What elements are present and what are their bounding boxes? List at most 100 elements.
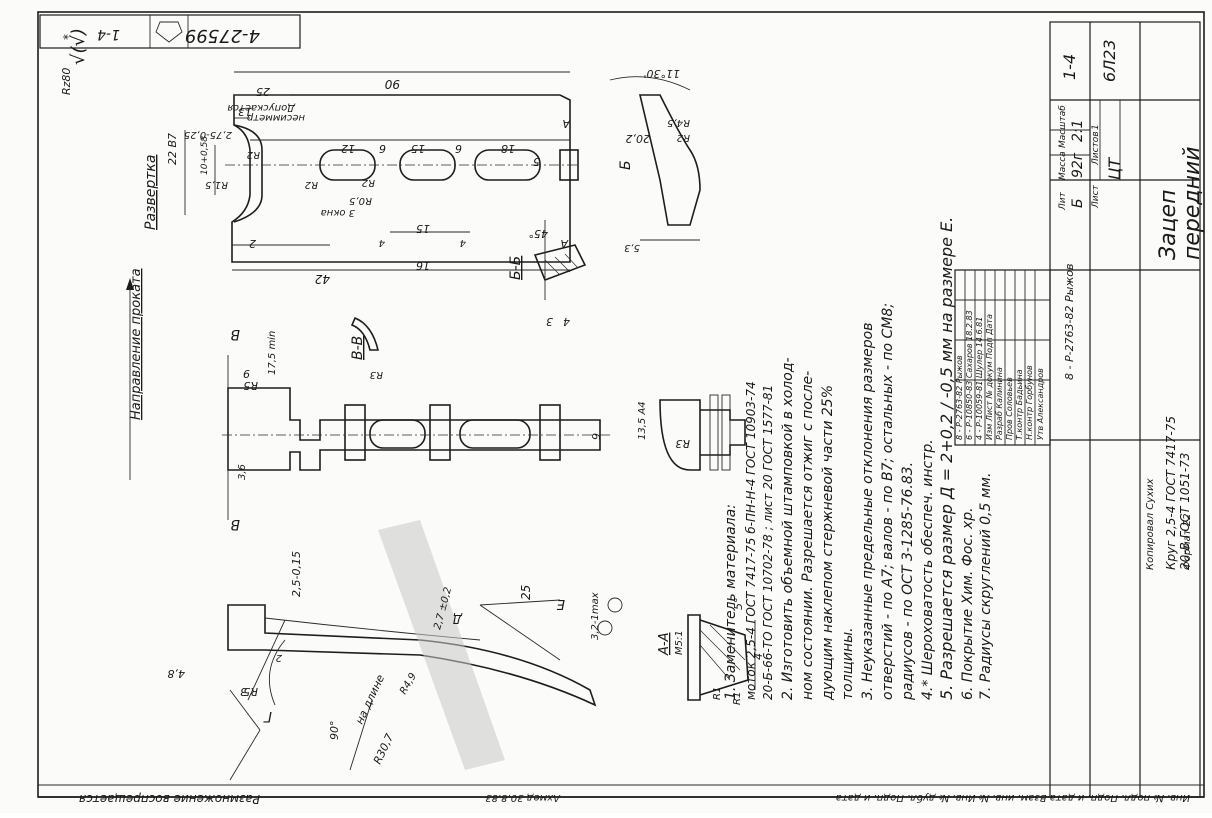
label-section-aa: А-А: [657, 633, 672, 656]
dim-2-b: 2: [276, 652, 282, 663]
label-e: Е: [556, 596, 565, 611]
note-line-12: 6. Покрытие Хим. Фос. хр.: [960, 507, 976, 700]
note-line-2: 20-Б-66-ТО ГОСТ 10702-78 ; лист 20 ГОСТ …: [761, 385, 775, 700]
drawing-number-stamp: 4-27599 1-4: [39, 14, 301, 49]
slot-end: [559, 149, 579, 181]
dim-r3: R3: [675, 437, 690, 450]
title-block: Круг 2,5-4 ГОСТ 7417-75 20-В ГОСТ 1051-7…: [954, 21, 1205, 798]
scale-value: 2:1: [1070, 119, 1086, 142]
dim-r1-5: R1,5: [205, 179, 228, 190]
inventory-strip: Инв. № подл. Подп. и дата Взам. инв. № И…: [836, 792, 1190, 804]
dim-5-3: 5,3: [624, 242, 640, 253]
revision-row-4: Разраб Калинина: [995, 367, 1004, 440]
sheets-label: Листов: [1091, 131, 1101, 166]
section-vv: В-В R3: [350, 316, 383, 380]
label-section-vv: В-В: [350, 336, 366, 360]
note-line-4: ном состоянии. Разрешается отжиг с после…: [800, 371, 816, 700]
reproduction-forbidden: Размножение воспрещается: [79, 792, 260, 806]
dim-25-c: 25: [519, 585, 533, 600]
arrow-label-a: А: [562, 117, 571, 130]
tape-overlay: [378, 520, 505, 770]
dim-r1-b: R1: [732, 692, 743, 705]
profile-view-b: 11°30' 20,2 R2 R4,5 5,3 Б: [609, 67, 701, 253]
designation-format: 1-4: [1060, 54, 1079, 80]
material-line-2: 20-В ГОСТ 1051-73: [1178, 453, 1192, 570]
note-callout-6: [607, 597, 623, 613]
label-arrow-v-bottom: В: [230, 516, 240, 532]
arrow-label-a-2: А: [560, 237, 569, 250]
revision-row-3: Изм Лист № докум Подп Дата: [985, 314, 994, 440]
note-line-1: моток 2,5-4 ГОСТ 7417-75 б-ПН-Н-4 ГОСТ 1…: [744, 381, 758, 700]
copied-by: Копировал Сухих: [1145, 478, 1156, 570]
dim-r5: R5: [243, 379, 258, 392]
dim-4-b: 4: [460, 237, 466, 248]
revision-row-0: 8 - Р-2763-82 Рыжов: [955, 355, 964, 440]
sheet-format: Формат 22: [1182, 514, 1193, 570]
header-scale: Масштаб: [1058, 105, 1068, 148]
label-d: Д: [453, 612, 463, 626]
technical-notes: 1. Заменитель материала: моток 2,5-4 ГОС…: [723, 217, 994, 701]
dim-10: 10+0,58: [200, 136, 210, 175]
dim-r1-a: R1: [712, 687, 723, 700]
dim-22: 22 В7: [166, 133, 179, 165]
part-name-line-1: Зацеп: [1156, 190, 1181, 260]
label-section-aa-scale: М5:1: [674, 630, 685, 655]
lit-value: Б: [1070, 198, 1086, 208]
roughness-star: *: [61, 34, 75, 40]
dim-3-2: 3,2-1max: [590, 592, 601, 640]
header-lit: Лит: [1058, 191, 1068, 211]
dim-12: 12: [341, 142, 355, 155]
note-line-8: отверстий - по А7; валов - по В7; осталь…: [880, 303, 896, 700]
dim-r0-5: R0,5: [349, 195, 372, 206]
dim-15-b: 15: [416, 222, 430, 235]
part-name-line-2: передний: [1180, 146, 1205, 260]
note-line-6: толщины.: [840, 627, 856, 700]
dim-15: 15: [411, 142, 425, 155]
note-callout-5: [597, 620, 613, 636]
note-windows: 3 окна: [321, 207, 355, 218]
signature-date: Ахмед 30.8.83: [485, 792, 561, 803]
side-slot-2: [459, 419, 531, 449]
dim-13-5: 13,5 A4: [637, 401, 648, 440]
dim-6-b: 6: [455, 142, 462, 155]
blank-outline: [231, 94, 571, 263]
roughness-value: Rz80: [60, 68, 73, 95]
dim-90deg: 90°: [328, 721, 341, 741]
side-slot-1: [369, 419, 426, 449]
dim-section-3: 3: [546, 315, 553, 328]
dim-16: 16: [416, 259, 430, 272]
designation-top: 6Л23: [1100, 39, 1119, 82]
bottom-strip: Размножение воспрещается Ахмед 30.8.83 И…: [38, 784, 1204, 806]
label-arrow-v-top: В: [230, 326, 240, 342]
dim-90: 90: [384, 77, 400, 91]
dim-25: 25: [256, 85, 270, 98]
stamp-format: 1-4: [97, 26, 120, 42]
note-length: на длине: [353, 672, 387, 726]
dim-9: 9: [243, 367, 250, 380]
note-allowed-1: Допускается: [227, 102, 296, 113]
dim-r5-b: R5: [243, 685, 258, 698]
note-line-3: 2. Изготовить объемной штамповкой в холо…: [780, 357, 796, 700]
blank-neck: [233, 124, 263, 223]
note-line-5: дующим наклепом стержневой части 25%: [820, 385, 836, 701]
dim-5deg: 5°: [732, 598, 745, 611]
revision-row-8: Утв Александров: [1036, 368, 1045, 440]
dim-r4-9: R4,9: [398, 671, 419, 696]
note-line-9: радиусов - по ОСТ 3-1285-76.83.: [900, 462, 916, 701]
dim-r3-b: R3: [370, 369, 383, 380]
view-razvertka: Развертка: [143, 155, 159, 230]
revision-row-6: Т.контр Бадьина: [1015, 369, 1024, 440]
dim-45deg: 45°: [529, 227, 549, 240]
dim-r2-b: R2: [305, 179, 318, 190]
front-view: 13,5 A4 R3: [637, 394, 746, 471]
sheet-label: Лист: [1091, 184, 1101, 209]
note-allowed-2: несимметр: [247, 112, 305, 123]
revision-row-5: Пров Соловьев: [1005, 377, 1014, 440]
note-line-0: 1. Заменитель материала:: [723, 504, 739, 700]
note-line-10: 4.* Шероховатость обеспеч. инстр.: [920, 439, 936, 700]
side-view: R5 9 17,5 min 9 3,6 В В: [222, 326, 610, 532]
rolling-direction: Направление проката: [126, 268, 144, 480]
dim-r2-d: R2: [677, 132, 690, 143]
note-line-7: 3. Неуказанные предельные отклонения раз…: [860, 322, 876, 700]
